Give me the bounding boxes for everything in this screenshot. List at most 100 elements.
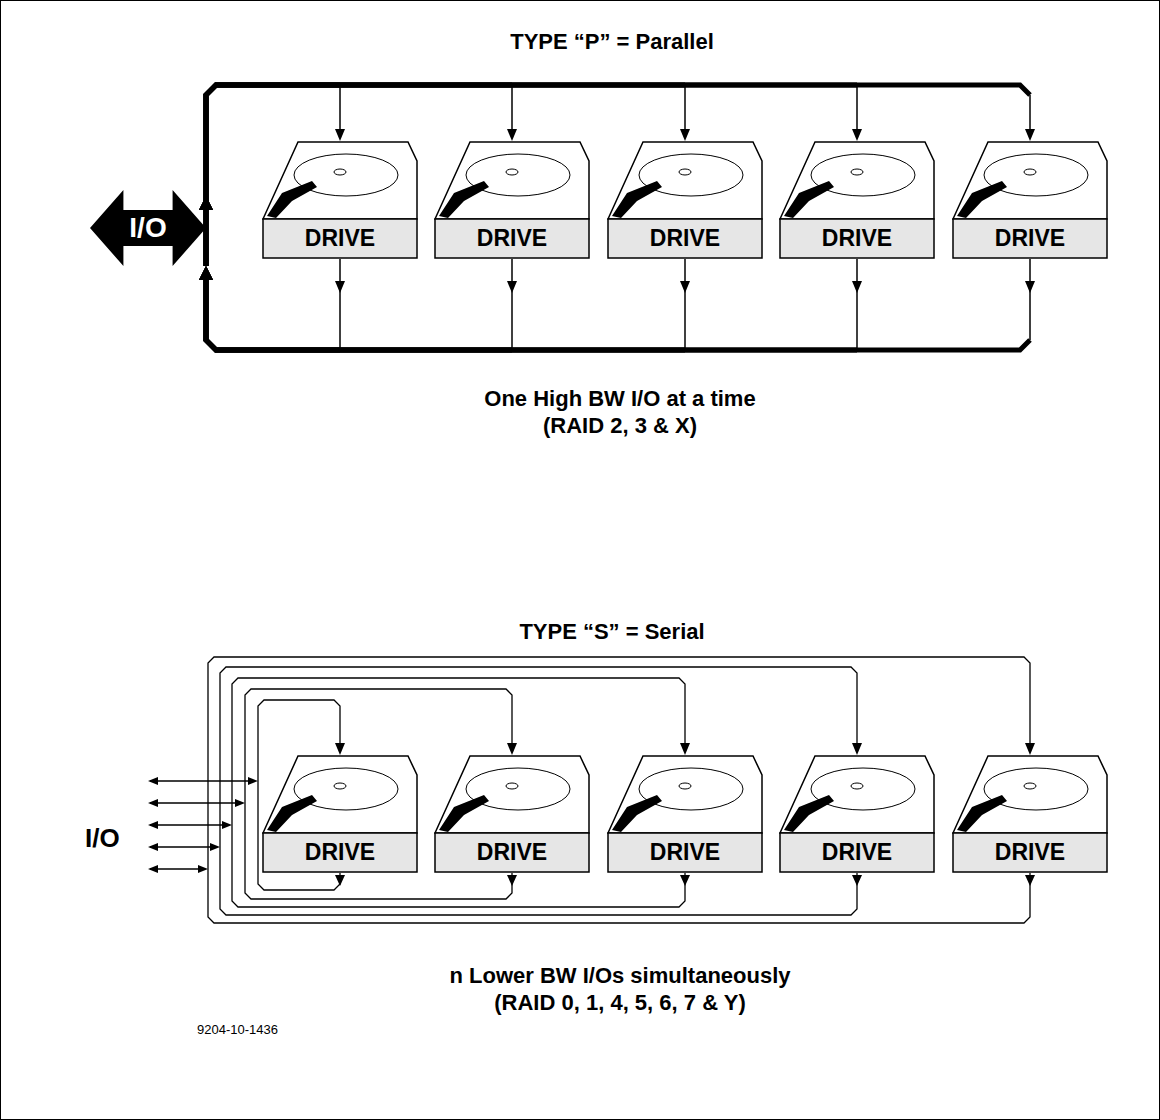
disk-drive: DRIVE xyxy=(434,141,590,259)
io-wire xyxy=(150,780,250,781)
bus-line xyxy=(206,278,857,350)
drive-label-box xyxy=(435,833,589,872)
disk-drive: DRIVE xyxy=(262,141,418,259)
drive-text: DRIVE xyxy=(779,833,935,872)
branch-line xyxy=(511,85,513,131)
arrowhead xyxy=(235,799,245,807)
actuator-arm xyxy=(784,795,834,832)
drive-label-box xyxy=(263,219,417,258)
arrowhead xyxy=(335,875,345,886)
branch-line xyxy=(1029,95,1031,131)
disk-drive: DRIVE xyxy=(607,141,763,259)
drive-label-box xyxy=(608,833,762,872)
actuator-arm xyxy=(267,181,317,218)
arrowhead xyxy=(335,281,345,293)
double-arrow xyxy=(90,190,206,266)
arrowhead xyxy=(852,743,862,755)
serial-loops xyxy=(150,657,1030,923)
arrowhead xyxy=(680,875,690,886)
arrowhead xyxy=(199,266,213,280)
io-port-arrow: I/O xyxy=(90,190,206,266)
arrowhead xyxy=(199,196,213,210)
platter-hub xyxy=(506,169,518,175)
drive-text: DRIVE xyxy=(952,833,1108,872)
bus-connector xyxy=(199,259,1035,350)
drive-top-face xyxy=(608,142,762,219)
platter-hub xyxy=(506,783,518,789)
section-heading: TYPE “S” = Serial xyxy=(402,619,822,645)
arrowhead xyxy=(1025,743,1035,755)
branch-line xyxy=(856,259,858,350)
branch-line xyxy=(339,259,341,350)
arrowhead xyxy=(199,196,213,210)
disk-drive: DRIVE xyxy=(952,141,1108,259)
platter-hub xyxy=(679,169,691,175)
drive-text: DRIVE xyxy=(434,833,590,872)
loop-wire xyxy=(220,667,857,847)
drive-text: DRIVE xyxy=(607,833,763,872)
platter-hub xyxy=(334,783,346,789)
bus-connector xyxy=(199,85,862,266)
drive-top-face xyxy=(953,142,1107,219)
drive-top-face xyxy=(263,142,417,219)
actuator-arm xyxy=(612,181,662,218)
bus-line xyxy=(206,85,1030,266)
drive-label-box xyxy=(953,833,1107,872)
actuator-arm xyxy=(957,181,1007,218)
drive-label-box xyxy=(608,219,762,258)
arrowhead xyxy=(199,266,213,280)
io-text: I/O xyxy=(129,214,166,242)
arrowhead xyxy=(148,777,158,785)
arrowhead xyxy=(199,266,213,280)
arrowhead xyxy=(335,743,345,755)
disk-drive: DRIVE xyxy=(262,755,418,873)
arrowhead xyxy=(199,196,213,210)
actuator-arm xyxy=(957,795,1007,832)
actuator-arm xyxy=(439,795,489,832)
platter-hub xyxy=(851,169,863,175)
drive-top-face xyxy=(780,756,934,833)
arrowhead xyxy=(507,875,517,886)
bus-connector xyxy=(199,259,345,350)
drive-label-box xyxy=(263,833,417,872)
arrowhead xyxy=(507,743,517,755)
drive-text: DRIVE xyxy=(952,219,1108,258)
section-heading: TYPE “P” = Parallel xyxy=(402,29,822,55)
caption-text: One High BW I/O at a time (RAID 2, 3 & X… xyxy=(470,385,770,439)
disk-drive: DRIVE xyxy=(434,755,590,873)
io-label: I/O xyxy=(85,823,120,853)
arrowhead xyxy=(852,875,862,886)
loop-wire xyxy=(208,869,1030,923)
drive-text: DRIVE xyxy=(262,219,418,258)
bus-line xyxy=(206,278,512,350)
drive-top-face xyxy=(435,142,589,219)
drive-top-face xyxy=(953,756,1107,833)
bus-connector xyxy=(199,259,862,350)
actuator-arm xyxy=(612,795,662,832)
arrowhead xyxy=(148,865,158,873)
arrowhead xyxy=(222,821,232,829)
io-wire xyxy=(150,846,212,847)
branch-line xyxy=(511,259,513,350)
arrowhead xyxy=(199,266,213,280)
bus-line xyxy=(206,278,1030,350)
drive-text: DRIVE xyxy=(779,219,935,258)
drive-text: DRIVE xyxy=(434,219,590,258)
actuator-arm xyxy=(267,795,317,832)
arrowhead xyxy=(148,843,158,851)
drive-text: DRIVE xyxy=(607,219,763,258)
arrowhead xyxy=(680,281,690,293)
platter-hub xyxy=(1024,783,1036,789)
actuator-arm xyxy=(784,181,834,218)
platter-hub xyxy=(334,169,346,175)
drive-top-face xyxy=(608,756,762,833)
bus-connector xyxy=(199,259,690,350)
io-wire xyxy=(150,802,237,803)
drive-top-face xyxy=(780,142,934,219)
arrowhead xyxy=(248,777,258,785)
serial-arrowheads xyxy=(148,743,1035,886)
figure-code: 9204-10-1436 xyxy=(197,1022,278,1038)
bus-line xyxy=(206,85,857,266)
arrowhead xyxy=(1025,875,1035,886)
